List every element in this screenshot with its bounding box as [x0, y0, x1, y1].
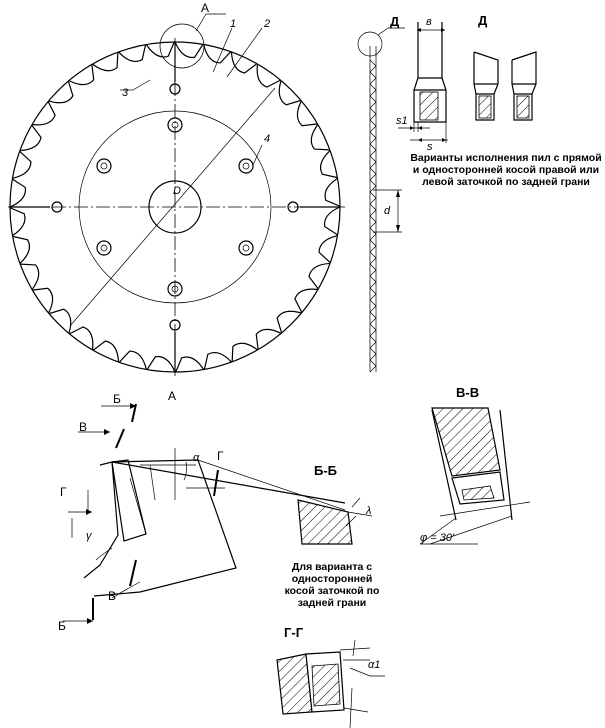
- tooth-detail-straight: [398, 22, 448, 143]
- expansion-slot-end: [51, 201, 63, 213]
- mounting-hole-center: [171, 121, 179, 129]
- dim-b-label: в: [426, 16, 432, 28]
- section-v-left-label: В: [79, 420, 87, 434]
- tooth-detail-bevel: [473, 51, 537, 121]
- saw-tooth: [174, 41, 204, 59]
- tooth-profile-detail: [63, 403, 346, 624]
- dim-s-label: s: [427, 141, 433, 153]
- lambda-label: λ: [365, 505, 371, 517]
- saw-tooth: [323, 206, 341, 236]
- saw-tooth: [12, 235, 30, 264]
- saw-tooth: [118, 44, 147, 62]
- saw-tooth: [145, 41, 175, 58]
- mounting-hole: [167, 117, 183, 133]
- dim-s1-label: s1: [396, 115, 408, 127]
- mounting-hole-center: [171, 285, 179, 293]
- section-bb-title: Б-Б: [314, 463, 337, 478]
- saw-tooth: [9, 178, 27, 208]
- saw-tooth: [203, 352, 232, 370]
- saw-tooth: [68, 64, 95, 86]
- saw-tooth: [48, 80, 74, 104]
- saw-tooth: [175, 356, 205, 373]
- saw-tooth: [278, 80, 302, 106]
- diameter-line: [69, 87, 276, 327]
- saw-tooth: [92, 340, 120, 363]
- mounting-hole-center: [242, 162, 250, 170]
- saw-tooth: [12, 150, 32, 179]
- saw-tooth: [146, 355, 176, 373]
- saw-tooth: [318, 235, 338, 264]
- section-bb: [297, 497, 373, 545]
- mounting-hole: [96, 240, 112, 256]
- variants-note: Варианты исполнения пил с прямой и однос…: [410, 152, 602, 188]
- detail-a-circle: [159, 23, 205, 69]
- saw-side-view: [357, 27, 405, 373]
- saw-tooth: [9, 207, 26, 237]
- saw-tooth: [32, 287, 54, 314]
- mounting-hole: [167, 281, 183, 297]
- dim-d-label: d: [384, 205, 391, 217]
- section-gg-title: Г-Г: [284, 625, 304, 640]
- saw-teeth: [9, 41, 341, 373]
- saw-blade-front-view: [8, 13, 345, 376]
- view-d-label: Д: [390, 14, 400, 29]
- saw-tooth: [32, 101, 56, 126]
- alpha1-label: α1: [368, 659, 380, 671]
- saw-tooth: [310, 124, 330, 151]
- expansion-slot-end: [169, 83, 181, 95]
- saw-tooth: [276, 310, 302, 334]
- section-v-left2-label: В: [108, 589, 116, 603]
- saw-tooth: [48, 308, 72, 334]
- callout-4: 4: [264, 133, 270, 145]
- expansion-slot-end: [169, 319, 181, 331]
- view-a-bottom-label: A: [168, 389, 176, 403]
- section-vv-title: В-В: [456, 385, 479, 400]
- phi-label: φ = 30': [420, 532, 455, 544]
- mounting-hole: [96, 158, 112, 174]
- mounting-hole-center: [100, 244, 108, 252]
- saw-tooth: [69, 326, 94, 350]
- callout-1: 1: [230, 18, 236, 30]
- bore-dim-D: D: [173, 185, 181, 197]
- view-d2-label: Д: [478, 13, 488, 28]
- section-b-left2-label: Б: [58, 619, 66, 633]
- saw-tooth: [324, 177, 341, 207]
- mounting-hole-center: [242, 244, 250, 252]
- alpha-label: α: [193, 452, 200, 464]
- section-vv: [419, 407, 531, 545]
- gamma-label: γ: [86, 530, 93, 542]
- saw-tooth: [308, 262, 331, 290]
- detail-d-circle: [357, 31, 383, 57]
- mounting-hole: [238, 240, 254, 256]
- saw-tooth: [19, 124, 42, 152]
- expansion-slot-end: [287, 201, 299, 213]
- variant-single-note: Для варианта с односторонней косой заточ…: [284, 561, 380, 609]
- mounting-hole-center: [100, 162, 108, 170]
- saw-tooth: [231, 342, 258, 362]
- section-gg: [276, 639, 385, 728]
- section-g-left-label: Г: [60, 485, 67, 499]
- saw-tooth: [118, 350, 147, 370]
- mounting-holes: [96, 117, 254, 297]
- saw-tooth: [92, 52, 119, 72]
- saw-tooth: [230, 51, 258, 74]
- mounting-hole: [238, 158, 254, 174]
- saw-tooth: [20, 263, 40, 290]
- saw-tooth: [296, 100, 318, 127]
- view-a-label: A: [201, 1, 209, 15]
- callout-3: 3: [122, 87, 129, 99]
- saw-tooth: [255, 328, 282, 350]
- section-b-left-label: Б: [113, 392, 121, 406]
- saw-tooth: [320, 150, 338, 179]
- callout-2: 2: [263, 18, 270, 30]
- section-g-right-label: Г: [217, 449, 224, 463]
- expansion-slots: [10, 42, 340, 372]
- saw-tooth: [256, 64, 281, 88]
- side-view-teeth: [369, 59, 377, 373]
- saw-tooth: [294, 288, 318, 313]
- saw-tooth: [203, 44, 232, 64]
